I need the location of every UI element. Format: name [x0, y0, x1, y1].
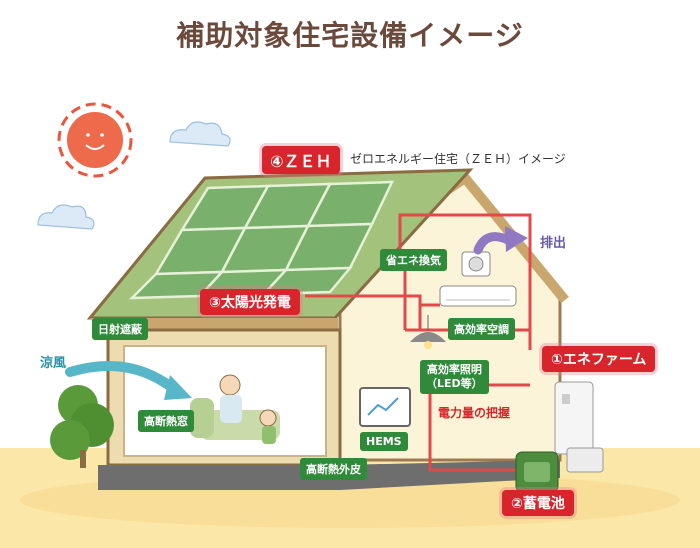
fan-icon	[461, 251, 491, 277]
skin-label: 高断熱外皮	[300, 458, 367, 480]
shade-label: 日射遮蔽	[92, 318, 148, 340]
fuel-cell-icon	[554, 381, 604, 473]
window-label: 高断熱窓	[138, 410, 194, 432]
page-title: 補助対象住宅設備イメージ	[176, 19, 524, 52]
people-icon	[190, 374, 280, 444]
cloud-icon	[37, 121, 231, 230]
exhaust-label: 排出	[540, 236, 567, 251]
aircon-label: 高効率空調	[448, 318, 515, 340]
solar-label: ③太陽光発電	[200, 289, 300, 315]
solar-panel-array	[128, 180, 395, 300]
enefarm-label: ①エネファーム	[542, 346, 656, 372]
battery-label: ②蓄電池	[502, 490, 574, 516]
battery-icon	[515, 451, 559, 493]
zeh-tag: ④ＺＥＨ	[262, 146, 340, 174]
aircon-icon	[439, 285, 517, 307]
breeze-label: 涼風	[40, 356, 67, 371]
breeze-arrow-icon	[65, 361, 180, 395]
exhaust-arrow-icon	[473, 232, 513, 255]
hems-label: HEMS	[360, 432, 408, 451]
lighting-label: 高効率照明 （LED等）	[420, 360, 489, 394]
lamp-icon	[410, 315, 446, 349]
power-monitoring-label: 電力量の把握	[438, 406, 511, 420]
sun-icon	[57, 102, 133, 178]
tree-icon	[50, 385, 114, 468]
ventilation-label: 省エネ換気	[380, 249, 447, 271]
monitor-icon	[359, 387, 411, 427]
zeh-caption: ゼロエネルギー住宅（ＺＥＨ）イメージ	[350, 152, 566, 166]
